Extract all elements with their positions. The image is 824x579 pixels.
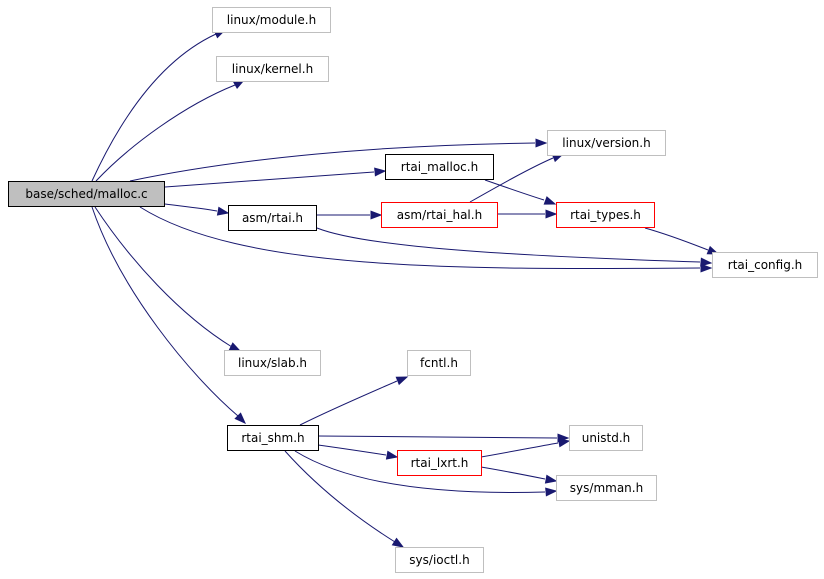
- arrowhead: [545, 209, 558, 219]
- node-label-unistd: unistd.h: [582, 431, 631, 445]
- arrowhead: [545, 487, 558, 497]
- arrowhead: [543, 196, 557, 205]
- edge-line: [484, 179, 545, 201]
- node-rtai-types[interactable]: rtai_types.h: [556, 202, 655, 228]
- node-asm-rtai-hal[interactable]: asm/rtai_hal.h: [381, 202, 498, 228]
- edge-line: [480, 466, 546, 480]
- node-rtai-malloc[interactable]: rtai_malloc.h: [385, 154, 494, 180]
- arrowhead: [234, 412, 246, 424]
- edge-line: [129, 142, 536, 182]
- edge-malloc-to-module: [91, 29, 227, 182]
- edge-rtai-malloc-to-rtai-types: [484, 179, 557, 205]
- node-rtai-config[interactable]: rtai_config.h: [712, 252, 818, 278]
- node-version[interactable]: linux/version.h: [547, 130, 666, 156]
- edge-malloc-to-asm-rtai: [164, 203, 230, 216]
- edge-malloc-to-rtai-malloc: [164, 167, 387, 188]
- arrowhead: [700, 257, 713, 267]
- node-label-asm-rtai-hal: asm/rtai_hal.h: [397, 208, 482, 222]
- edge-line: [644, 227, 709, 251]
- edges-layer: [91, 29, 720, 548]
- node-unistd[interactable]: unistd.h: [569, 425, 643, 451]
- node-label-fcntl: fcntl.h: [420, 356, 458, 370]
- edge-rtai-shm-to-mman: [294, 450, 558, 497]
- edge-malloc-to-rtai-config: [139, 206, 713, 273]
- nodes-layer: base/sched/malloc.c linux/module.h linux…: [8, 7, 818, 573]
- node-label-rtai-lxrt: rtai_lxrt.h: [411, 456, 469, 470]
- node-rtai-shm[interactable]: rtai_shm.h: [227, 425, 319, 451]
- edge-line: [95, 84, 236, 182]
- node-kernel[interactable]: linux/kernel.h: [216, 56, 329, 82]
- edge-asm-rtai-hal-to-rtai-types: [497, 209, 558, 219]
- arrowhead: [374, 167, 387, 177]
- edge-line: [294, 450, 546, 494]
- edge-asm-rtai-to-asm-rtai-hal: [317, 210, 383, 220]
- node-malloc: base/sched/malloc.c: [8, 181, 165, 207]
- node-label-mman: sys/mman.h: [570, 481, 643, 495]
- edge-rtai-shm-to-unistd: [317, 433, 570, 443]
- arrowhead: [700, 263, 713, 273]
- node-rtai-lxrt[interactable]: rtai_lxrt.h: [397, 450, 482, 476]
- edge-line: [317, 444, 387, 456]
- edge-line: [91, 33, 217, 182]
- edge-rtai-shm-to-ioctl: [284, 450, 405, 548]
- arrowhead: [544, 474, 558, 484]
- node-label-rtai-config: rtai_config.h: [728, 258, 802, 272]
- edge-line: [164, 171, 375, 188]
- edge-rtai-shm-to-fcntl: [299, 376, 409, 426]
- arrowhead: [391, 537, 405, 548]
- node-label-kernel: linux/kernel.h: [232, 62, 313, 76]
- edge-rtai-lxrt-to-mman: [480, 466, 558, 484]
- edge-rtai-lxrt-to-unistd: [480, 438, 571, 458]
- node-label-module: linux/module.h: [227, 13, 316, 27]
- arrowhead: [385, 450, 399, 460]
- node-ioctl[interactable]: sys/ioctl.h: [395, 547, 484, 573]
- node-label-rtai-shm: rtai_shm.h: [241, 431, 304, 445]
- node-slab[interactable]: linux/slab.h: [224, 350, 321, 376]
- edge-malloc-to-rtai-shm: [91, 206, 246, 424]
- edge-line: [316, 227, 701, 263]
- edge-line: [284, 450, 396, 543]
- node-label-rtai-types: rtai_types.h: [570, 208, 641, 222]
- edge-rtai-types-to-rtai-config: [644, 227, 720, 255]
- node-label-malloc: base/sched/malloc.c: [25, 187, 147, 201]
- edge-line: [164, 203, 218, 212]
- node-asm-rtai[interactable]: asm/rtai.h: [228, 205, 317, 231]
- edge-line: [480, 442, 559, 458]
- edge-line: [139, 206, 701, 270]
- arrowhead: [216, 206, 230, 216]
- arrowhead: [228, 342, 242, 352]
- edge-line: [91, 206, 239, 417]
- node-label-rtai-malloc: rtai_malloc.h: [401, 160, 478, 174]
- arrowhead: [370, 210, 383, 220]
- node-label-version: linux/version.h: [562, 136, 650, 150]
- edge-line: [317, 435, 558, 439]
- edge-malloc-to-slab: [94, 206, 242, 352]
- edge-line: [94, 206, 233, 348]
- edge-line: [469, 157, 554, 203]
- edge-malloc-to-version: [129, 138, 548, 182]
- edge-line: [299, 380, 398, 426]
- arrowhead: [395, 376, 409, 386]
- arrowhead: [535, 138, 548, 148]
- node-label-ioctl: sys/ioctl.h: [409, 553, 469, 567]
- node-module[interactable]: linux/module.h: [212, 7, 331, 33]
- edge-rtai-shm-to-rtai-lxrt: [317, 444, 399, 460]
- node-label-asm-rtai: asm/rtai.h: [242, 211, 303, 225]
- node-mman[interactable]: sys/mman.h: [556, 475, 657, 501]
- arrowhead: [557, 438, 571, 448]
- node-label-slab: linux/slab.h: [238, 356, 307, 370]
- node-fcntl[interactable]: fcntl.h: [407, 350, 471, 376]
- edge-asm-rtai-to-rtai-config: [316, 227, 713, 267]
